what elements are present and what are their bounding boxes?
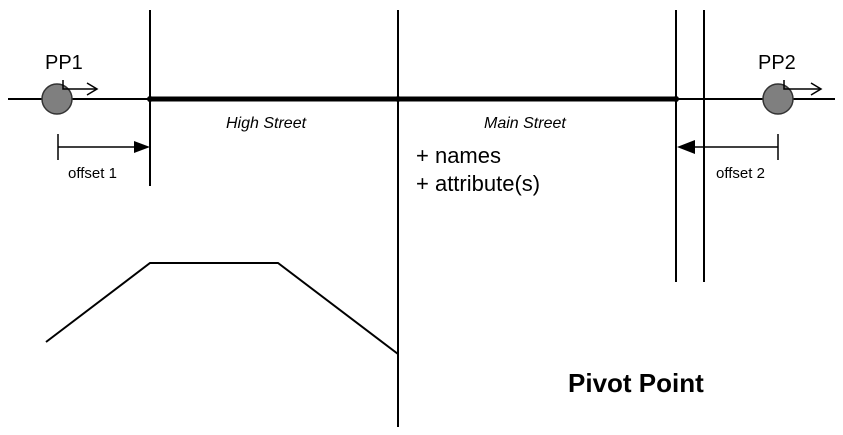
pp1-marker xyxy=(41,83,73,115)
pp2-direction-arrow-icon xyxy=(783,80,820,90)
junction-node-left xyxy=(147,96,153,102)
pp2-marker xyxy=(762,83,794,115)
main-street-label: Main Street xyxy=(484,115,566,132)
junction-node-middle xyxy=(395,96,401,102)
pp2-arrowhead-icon xyxy=(810,82,823,96)
offset1-arrowhead-icon xyxy=(134,141,150,153)
offset2-label: offset 2 xyxy=(716,165,765,182)
pp1-direction-arrow-icon xyxy=(62,80,96,90)
offset1-label: offset 1 xyxy=(68,165,117,182)
pp1-arrowhead-icon xyxy=(86,82,99,96)
offset2-arrowhead-icon xyxy=(677,140,695,154)
attribute-values-line: + attribute(s) xyxy=(416,171,540,196)
high-street-label: High Street xyxy=(226,115,307,132)
trapezoid-road xyxy=(45,262,399,355)
pp1-label: PP1 xyxy=(45,52,83,74)
attribute-names-line: + names xyxy=(416,143,501,168)
pp2-label: PP2 xyxy=(758,52,796,74)
diagram-title: Pivot Point xyxy=(568,368,704,398)
junction-node-right xyxy=(673,96,679,102)
